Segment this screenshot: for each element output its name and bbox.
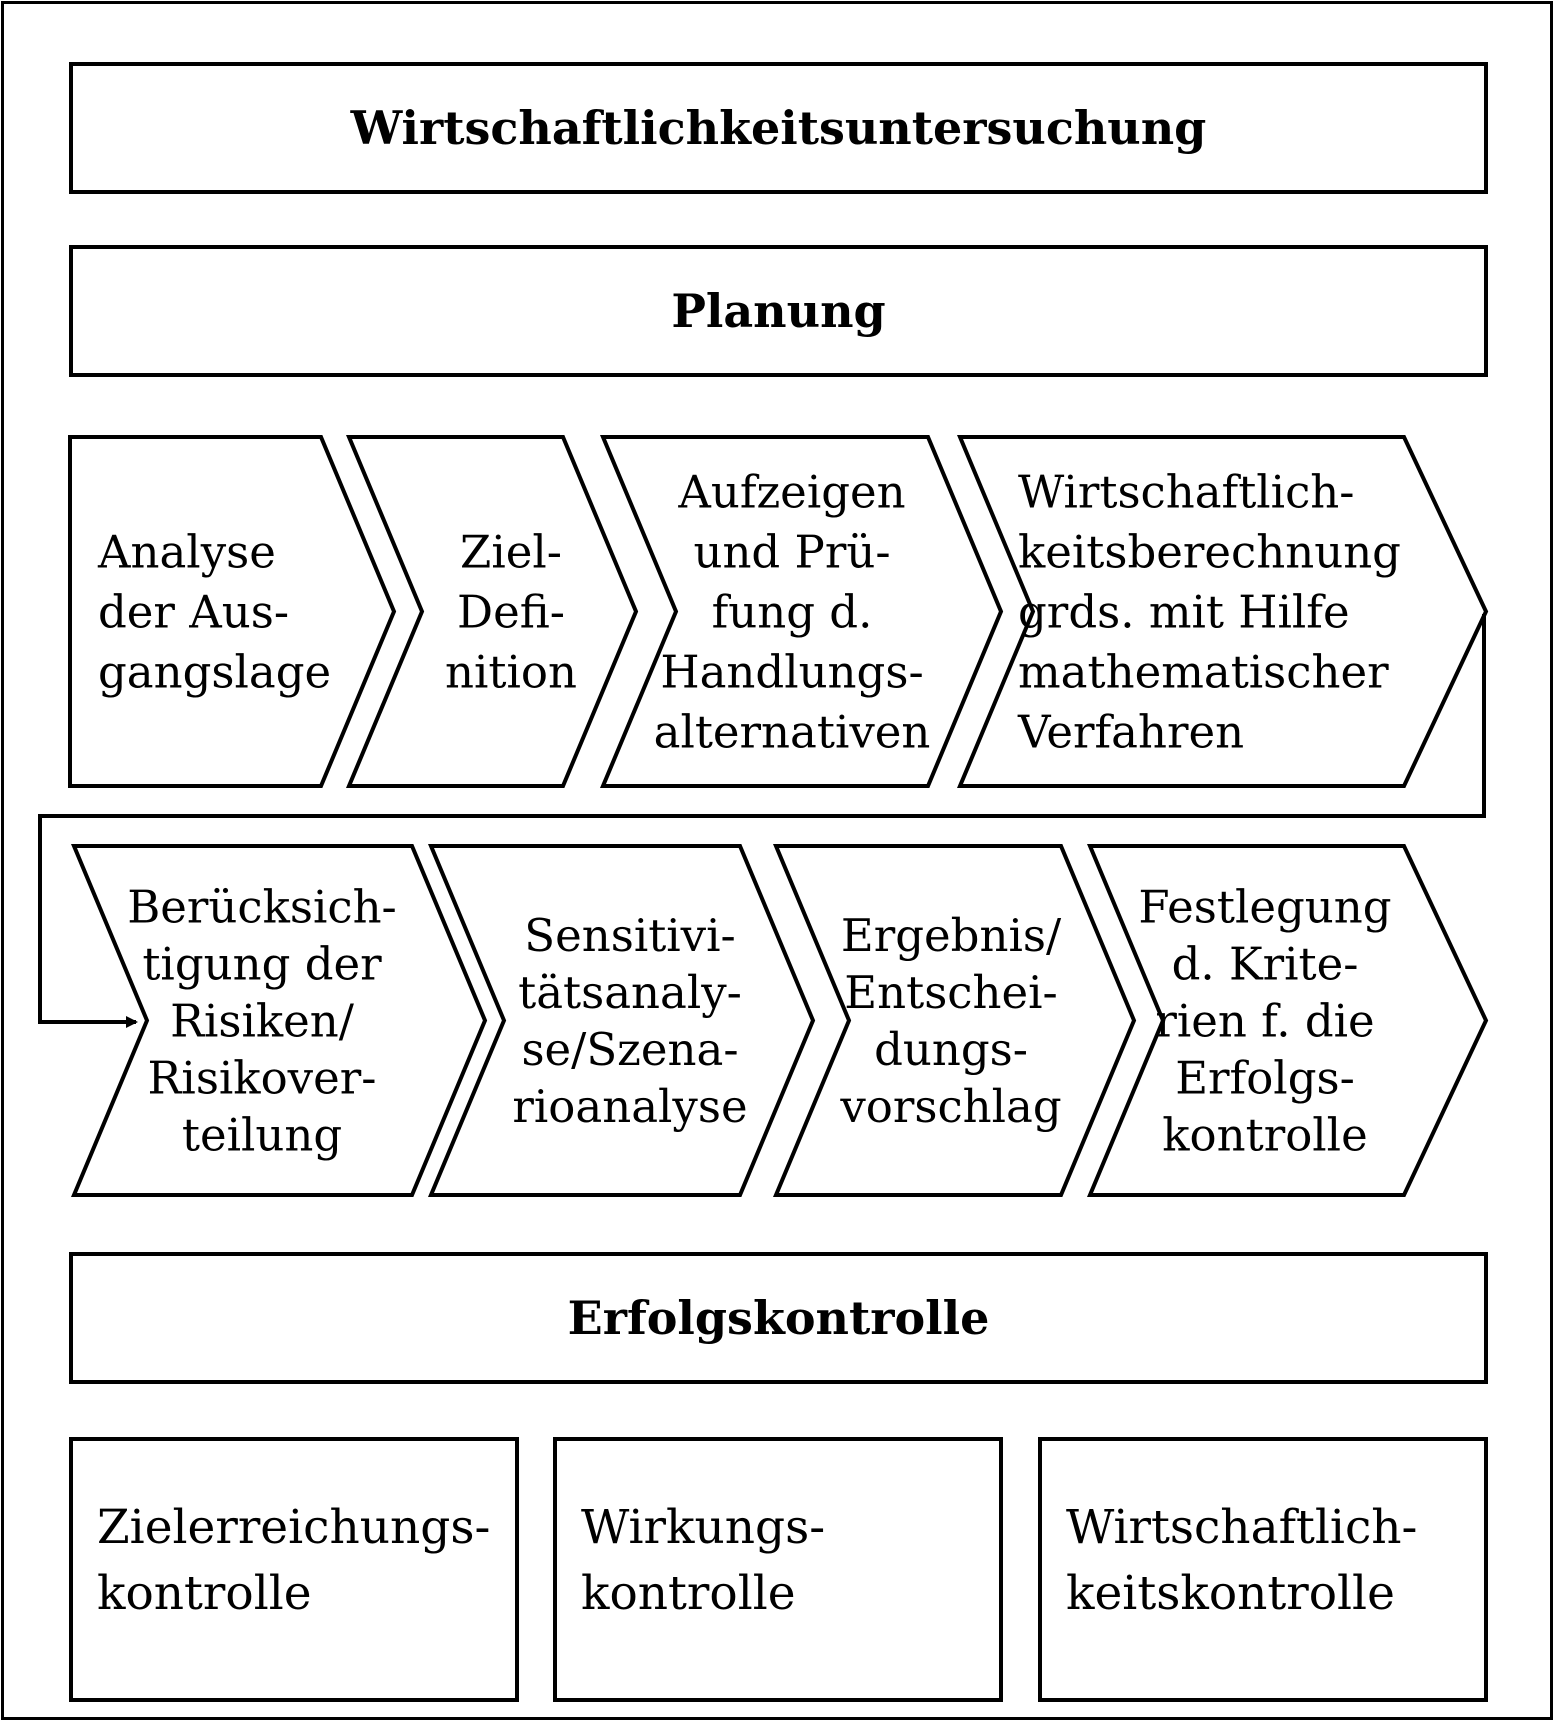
process-step-chevron: [70, 844, 488, 1197]
process-step-chevron: [1086, 844, 1489, 1197]
control-box-line: keitskontrolle: [1066, 1566, 1395, 1621]
process-step-label: Ergebnis/: [841, 909, 1062, 962]
process-step-label: gangslage: [98, 646, 331, 699]
title-box: Wirtschaftlichkeitsuntersuchung: [69, 62, 1488, 194]
process-step-label: Festlegung: [1138, 881, 1391, 934]
process-step-label: Risikover-: [148, 1052, 377, 1105]
process-step-label: fung d.: [712, 586, 873, 639]
process-step-label: Handlungs-: [660, 646, 923, 699]
economic-efficiency-control-box: Wirtschaftlich- keitskontrolle: [1038, 1437, 1488, 1702]
process-step-chevron: [345, 435, 639, 788]
process-step-label: vorschlag: [839, 1080, 1061, 1133]
process-step-label: Sensitivi-: [524, 909, 735, 962]
control-box-line: Wirkungs-: [581, 1500, 826, 1555]
goal-attainment-control-box: Zielerreichungs- kontrolle: [69, 1437, 519, 1702]
success-control-heading: Erfolgskontrolle: [567, 1291, 990, 1345]
process-step-label: Wirtschaftlich-: [1018, 466, 1354, 519]
process-step-label: tätsanaly-: [518, 966, 742, 1019]
process-step-chevron: [599, 435, 1004, 788]
process-step-label: d. Krite-: [1172, 938, 1359, 991]
planning-box: Planung: [69, 245, 1488, 377]
control-box-line: kontrolle: [581, 1566, 796, 1621]
process-step-label: grds. mit Hilfe: [1018, 586, 1350, 639]
process-step-label: alternativen: [654, 706, 931, 759]
process-step-label: rien f. die: [1155, 995, 1374, 1048]
impact-control-box: Wirkungs- kontrolle: [553, 1437, 1003, 1702]
process-step-chevron: [68, 435, 397, 788]
process-step-label: keitsberechnung: [1018, 526, 1401, 579]
success-control-box: Erfolgskontrolle: [69, 1252, 1488, 1384]
control-box-line: Wirtschaftlich-: [1066, 1500, 1418, 1555]
process-step-label: Berücksich-: [127, 881, 397, 934]
process-step-label: Analyse: [97, 526, 276, 579]
process-step-label: Aufzeigen: [677, 466, 905, 519]
planning-heading: Planung: [671, 284, 886, 338]
process-step-label: der Aus-: [98, 586, 289, 639]
process-step-label: Erfolgs-: [1175, 1052, 1355, 1105]
planning-steps-row-2: Berücksich-tigung derRisiken/Risikover-t…: [70, 844, 1489, 1197]
process-step-label: rioanalyse: [512, 1080, 747, 1133]
process-step-label: Risiken/: [170, 995, 355, 1048]
process-step-label: nition: [445, 646, 577, 699]
process-step-label: Entschei-: [844, 966, 1057, 1019]
control-box-line: Zielerreichungs-: [97, 1500, 491, 1555]
process-step-chevron: [956, 435, 1489, 788]
planning-steps-row-1: Analyse der Aus-gangslage Ziel- Defi-nition…: [68, 435, 1489, 788]
row-connector-arrow: [38, 614, 1486, 1028]
process-step-label: mathematischer: [1018, 646, 1389, 699]
process-step-label: dungs-: [874, 1023, 1028, 1076]
process-step-label: Defi-: [457, 586, 565, 639]
process-step-label: und Prü-: [693, 526, 890, 579]
process-step-label: kontrolle: [1162, 1109, 1367, 1162]
process-step-label: teilung: [182, 1109, 342, 1162]
process-step-label: Verfahren: [1017, 706, 1244, 759]
diagram-title: Wirtschaftlichkeitsuntersuchung: [350, 101, 1207, 155]
process-step-label: Ziel-: [460, 526, 562, 579]
control-box-line: kontrolle: [97, 1566, 312, 1621]
process-step-chevron: [772, 844, 1137, 1197]
process-step-label: tigung der: [142, 938, 382, 991]
process-step-label: se/Szena-: [521, 1023, 738, 1076]
process-step-chevron: [427, 844, 816, 1197]
